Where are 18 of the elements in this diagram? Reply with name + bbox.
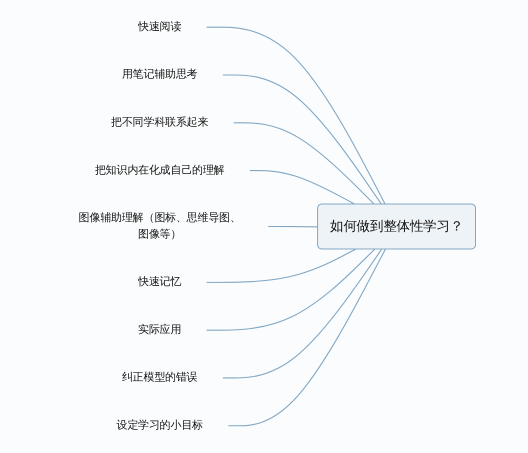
node-text: 快速阅读: [138, 20, 182, 34]
node-text: 把知识内在化成自己的理解: [95, 164, 225, 177]
connector: [206, 248, 376, 331]
connector: [250, 170, 356, 205]
connector: [234, 122, 376, 205]
connector: [222, 249, 382, 379]
node-text: 把不同学科联系起来: [111, 116, 209, 129]
node-text: 图像辅助理解（图标、思维导图、图像等）: [79, 212, 242, 241]
connector: [222, 74, 382, 205]
node-text: 纠正模型的错误: [122, 372, 198, 384]
connector: [268, 226, 318, 228]
node-text: 设定学习的小目标: [116, 419, 204, 432]
connector: [228, 249, 386, 426]
connector: [206, 248, 356, 283]
node-text: 快速记忆: [138, 276, 182, 288]
node-text: 用笔记辅助思考: [122, 68, 198, 82]
connector: [206, 26, 386, 205]
node-text: 实际应用: [138, 324, 182, 336]
